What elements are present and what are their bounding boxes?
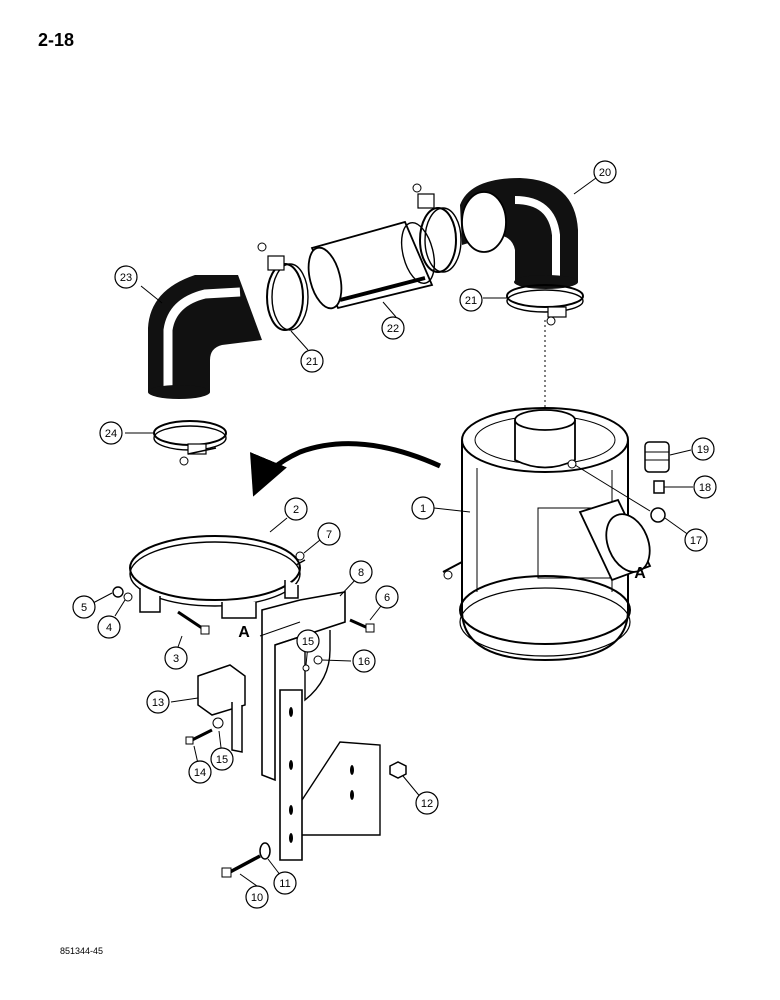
callout-label: 19: [697, 444, 709, 456]
callout-label: 12: [421, 798, 433, 810]
nut-7: [295, 551, 305, 561]
bracket-13: [197, 664, 246, 753]
callout-label: 7: [326, 529, 332, 541]
callout-1: 1: [411, 496, 435, 520]
adapter-fitting-18: [653, 480, 665, 494]
callout-label: 3: [173, 653, 179, 665]
callout-11: 11: [273, 871, 297, 895]
callout-2: 2: [284, 497, 308, 521]
hose-clamp-24: [153, 420, 227, 466]
lock-washer-4: [123, 592, 133, 602]
callout-5: 5: [72, 595, 96, 619]
hose-clamp-21-left: [257, 242, 309, 331]
callout-label: 4: [106, 622, 112, 634]
callout-label: 17: [690, 535, 702, 547]
drawing-id: 851344-45: [60, 946, 104, 956]
callout-label: 15: [216, 754, 228, 766]
bolt-10: [221, 854, 261, 878]
mounting-band-2: [129, 535, 306, 619]
callout-label: 8: [358, 567, 364, 579]
page-number: 2-18: [38, 30, 75, 50]
callout-7: 7: [317, 522, 341, 546]
callout-14: 14: [188, 760, 212, 784]
callout-label: 21: [306, 356, 318, 368]
callout-20: 20: [593, 160, 617, 184]
callout-4: 4: [97, 615, 121, 639]
callout-label: 24: [105, 428, 117, 440]
callout-18: 18: [693, 475, 717, 499]
callout-label: 2: [293, 504, 299, 516]
callout-label: 14: [194, 767, 206, 779]
callout-label: 16: [358, 656, 370, 668]
callout-label: 13: [152, 697, 164, 709]
callout-17: 17: [684, 528, 708, 552]
elbow-fitting-17: [650, 507, 666, 523]
callout-label: 15: [302, 636, 314, 648]
callout-label: 10: [251, 892, 263, 904]
callout-3: 3: [164, 646, 188, 670]
elbow-hose-23: [148, 275, 262, 399]
connector-tube-22: [307, 220, 436, 310]
hose-clamp-21-lower: [506, 284, 584, 326]
bolt-14: [185, 728, 213, 745]
callout-13: 13: [146, 690, 170, 714]
nut-12: [389, 761, 407, 779]
callout-label: 6: [384, 592, 390, 604]
elbow-hose-20: [460, 178, 578, 289]
callout-6: 6: [375, 585, 399, 609]
callout-19: 19: [691, 437, 715, 461]
callout-23: 23: [114, 265, 138, 289]
restriction-indicator-19: [644, 441, 670, 473]
callout-24: 24: [99, 421, 123, 445]
air-cleaner-body: [442, 407, 652, 662]
callout-15-lower: 15: [210, 747, 234, 771]
view-letter-outlet: A: [634, 565, 646, 582]
callout-21-right: 21: [459, 288, 483, 312]
washer-15-lower: [212, 717, 224, 729]
hose-clamp-21-right: [412, 183, 462, 273]
mounting-bracket-8: [259, 591, 346, 782]
callout-label: 20: [599, 167, 611, 179]
callout-label: 1: [420, 503, 426, 515]
view-letter-bracket: A: [238, 624, 250, 641]
callout-label: 21: [465, 295, 477, 307]
callout-label: 22: [387, 323, 399, 335]
washer-15-upper: [302, 664, 310, 672]
callout-label: 23: [120, 272, 132, 284]
callout-10: 10: [245, 885, 269, 909]
callout-label: 18: [699, 482, 711, 494]
callout-label: 11: [279, 878, 290, 890]
bolt-6: [349, 618, 375, 633]
nut-5: [112, 586, 124, 598]
callout-12: 12: [415, 791, 439, 815]
bolt-3: [177, 610, 210, 635]
support-leg: [279, 689, 381, 861]
callout-8: 8: [349, 560, 373, 584]
callout-15-upper: 15: [296, 629, 320, 653]
washer-11: [259, 842, 271, 860]
callout-21-left: 21: [300, 349, 324, 373]
callout-16: 16: [352, 649, 376, 673]
callout-22: 22: [381, 316, 405, 340]
curved-arrow: [250, 441, 442, 497]
callout-label: 5: [81, 602, 87, 614]
